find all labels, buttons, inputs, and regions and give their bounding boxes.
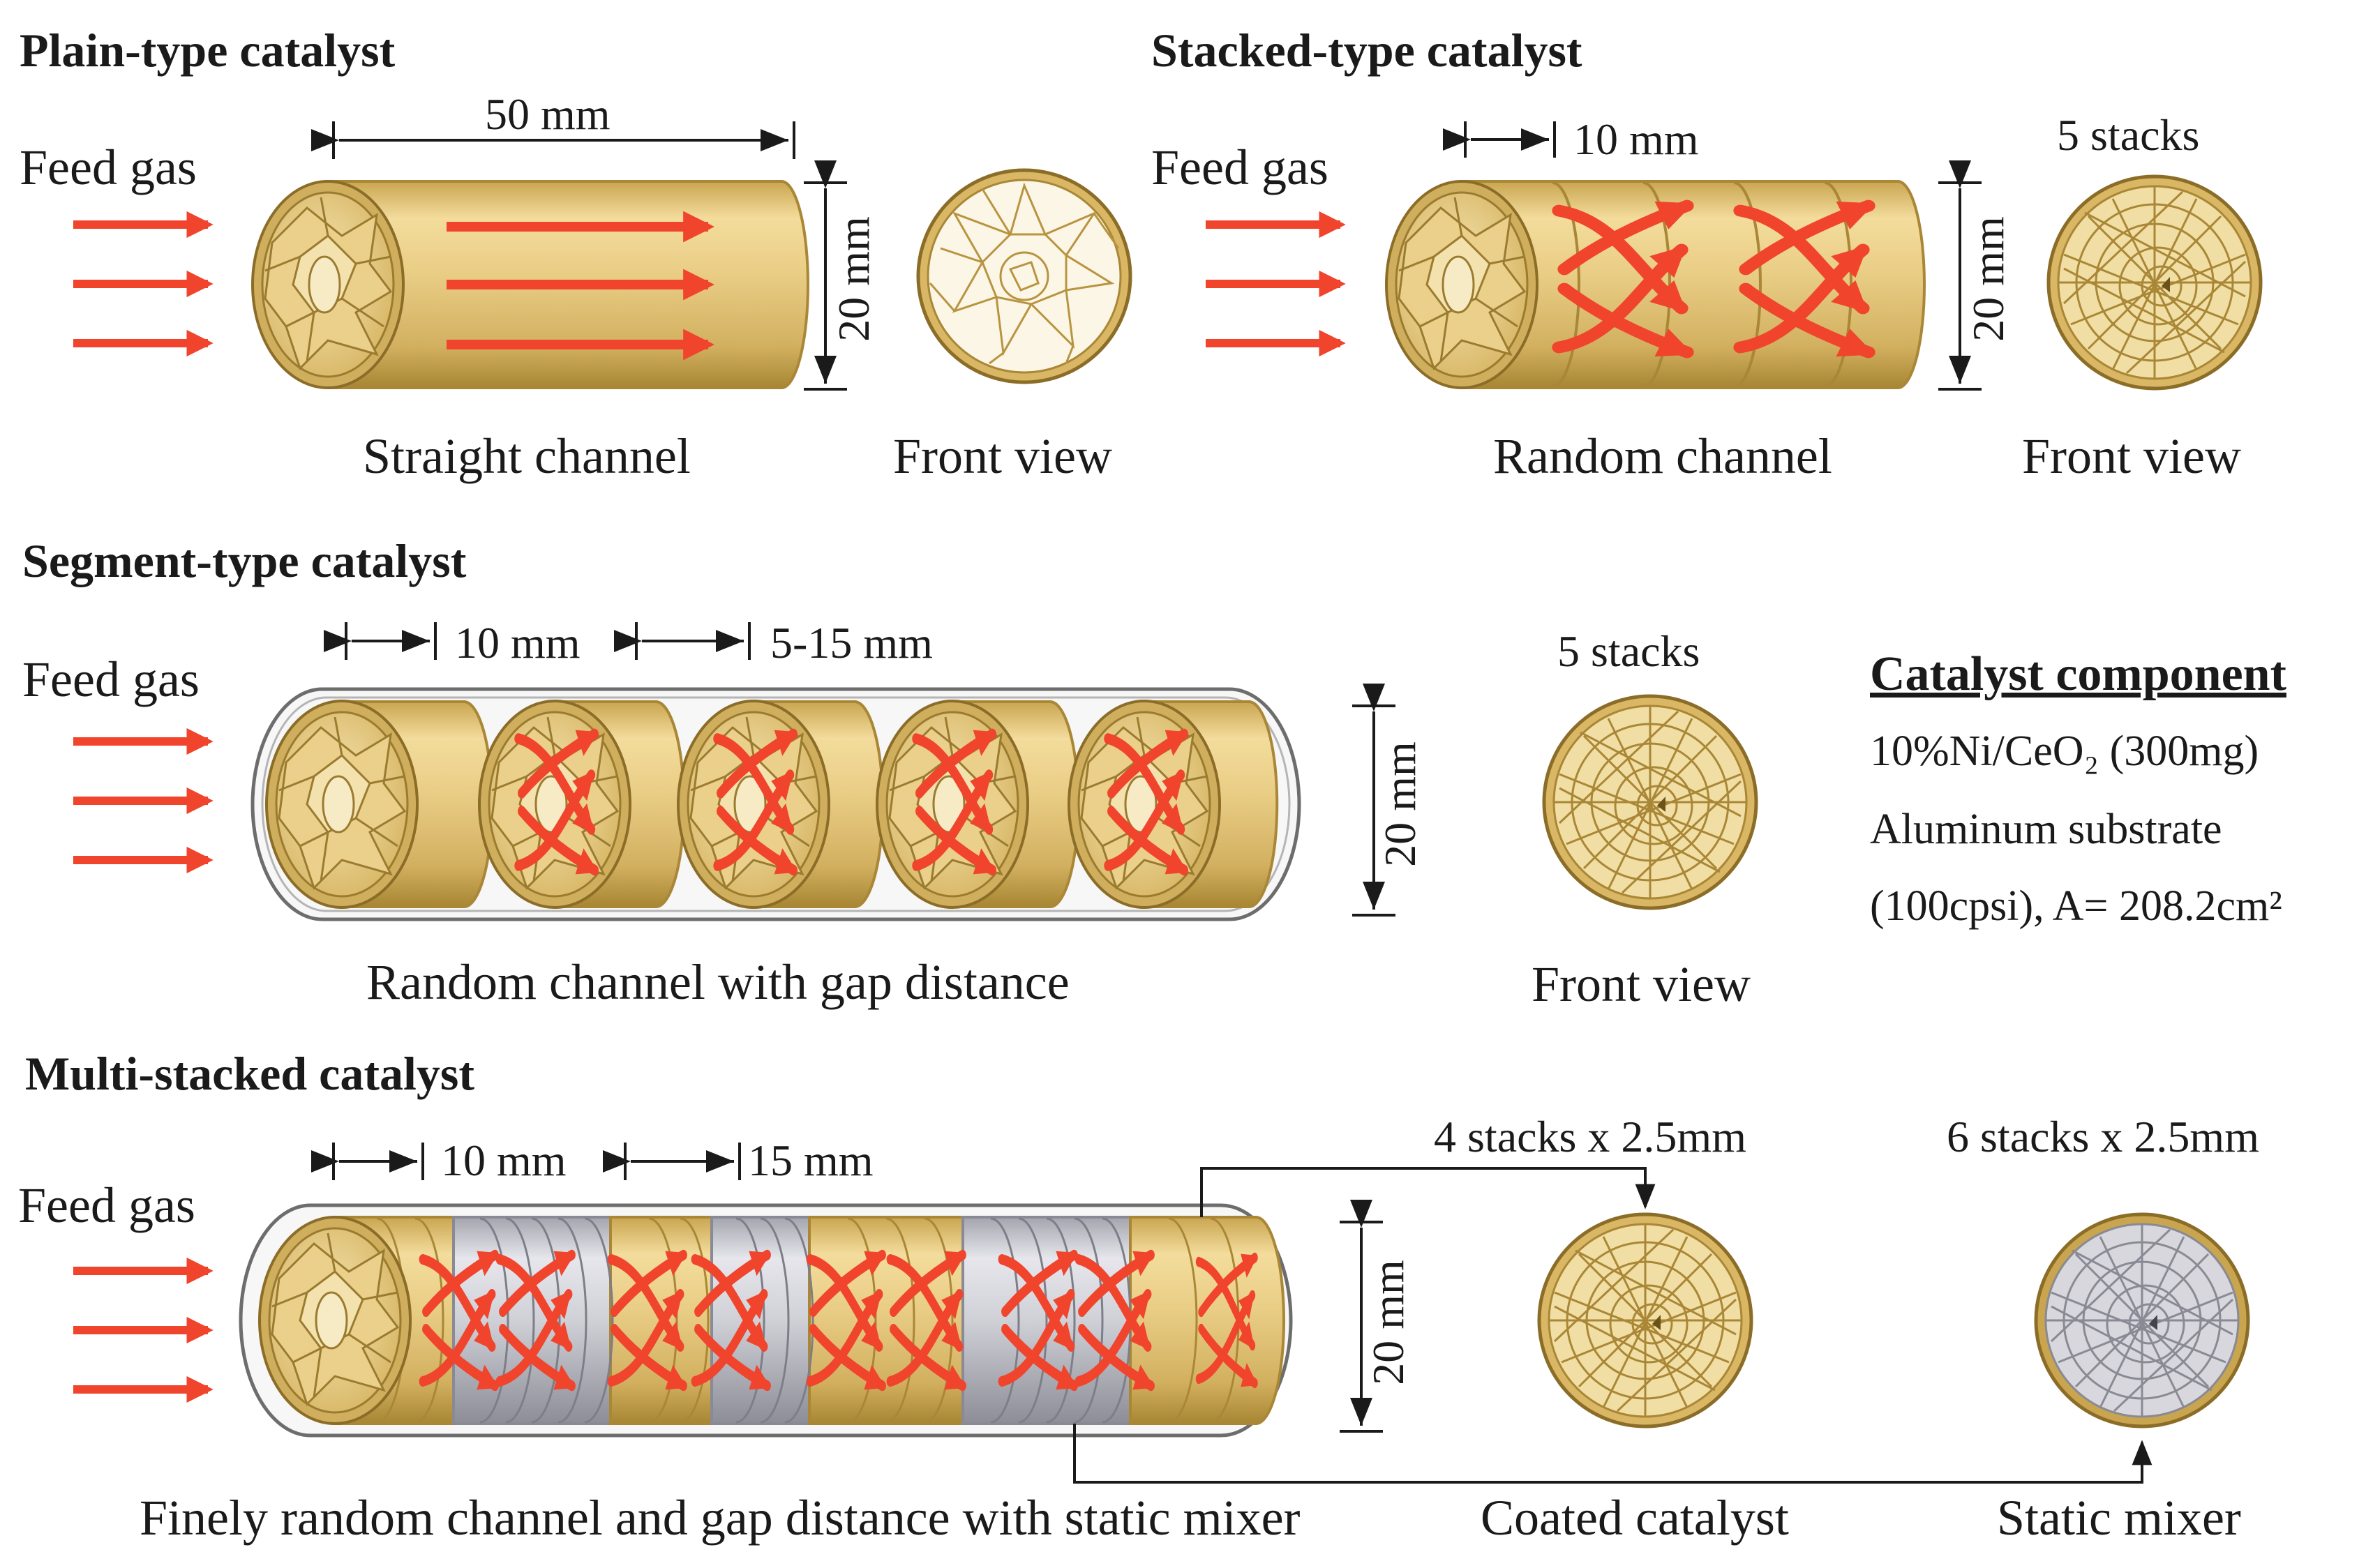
stacked-feed-arrows bbox=[1206, 211, 1346, 357]
segment-front-label: Front view bbox=[1532, 956, 1751, 1012]
segment-length-dimension bbox=[324, 622, 437, 660]
plain-length-dimension bbox=[311, 121, 795, 159]
mixer-stacks-label: 6 stacks x 2.5mm bbox=[1947, 1112, 2259, 1161]
component-line-2: Aluminum substrate bbox=[1870, 806, 2222, 853]
stacked-front-label: Front view bbox=[2022, 428, 2241, 484]
segment-feed-arrows bbox=[73, 728, 214, 874]
plain-diameter-label: 20 mm bbox=[828, 216, 878, 342]
component-line-1: 10%Ni/CeO₂ (300mg) bbox=[1870, 728, 2259, 775]
segment-front-view bbox=[1544, 696, 1756, 908]
plain-diameter-dimension bbox=[804, 160, 847, 391]
multi-feed-arrows bbox=[73, 1257, 214, 1403]
coated-catalyst-front-view bbox=[1539, 1214, 1751, 1426]
plain-front-label: Front view bbox=[893, 428, 1112, 484]
stacked-feed-label: Feed gas bbox=[1151, 140, 1328, 195]
stacked-title: Stacked-type catalyst bbox=[1151, 24, 1582, 77]
stacked-stacks-label: 5 stacks bbox=[2057, 110, 2200, 160]
segment-channel-label: Random channel with gap distance bbox=[366, 954, 1070, 1010]
multi-length-dimension bbox=[311, 1143, 424, 1180]
stacked-diameter-label: 20 mm bbox=[1963, 216, 2013, 342]
plain-length-label: 50 mm bbox=[485, 89, 611, 139]
plain-title: Plain-type catalyst bbox=[20, 24, 396, 77]
multi-diameter-label: 20 mm bbox=[1363, 1260, 1413, 1385]
plain-feed-label: Feed gas bbox=[20, 140, 197, 195]
coated-stacks-label: 4 stacks x 2.5mm bbox=[1434, 1112, 1746, 1161]
multi-feed-label: Feed gas bbox=[18, 1177, 195, 1233]
stacked-diameter-dimension bbox=[1938, 160, 1982, 391]
component-title: Catalyst component bbox=[1870, 647, 2286, 701]
plain-front-view bbox=[918, 170, 1130, 382]
multi-title: Multi-stacked catalyst bbox=[25, 1047, 475, 1100]
multi-gap-label: 15 mm bbox=[748, 1136, 874, 1185]
plain-flow-arrows bbox=[447, 211, 714, 361]
segment-diameter-label: 20 mm bbox=[1375, 741, 1425, 867]
segment-gap-label: 5-15 mm bbox=[770, 618, 933, 668]
segment-title: Segment-type catalyst bbox=[22, 534, 467, 587]
component-line-3: (100cpsi), A= 208.2cm² bbox=[1870, 882, 2282, 930]
stacked-front-view bbox=[2049, 176, 2261, 389]
segment-stacks-label: 5 stacks bbox=[1557, 626, 1700, 676]
stacked-channel-label: Random channel bbox=[1493, 428, 1832, 484]
plain-channel-label: Straight channel bbox=[363, 428, 691, 484]
segment-gap-dimension bbox=[614, 622, 751, 660]
static-mixer-label: Static mixer bbox=[1997, 1490, 2241, 1546]
segment-diameter-dimension bbox=[1352, 684, 1395, 917]
multi-channel-label: Finely random channel and gap distance w… bbox=[140, 1490, 1301, 1546]
coated-catalyst-label: Coated catalyst bbox=[1481, 1490, 1789, 1546]
static-mixer-front-view bbox=[2036, 1214, 2248, 1426]
multi-gap-dimension bbox=[603, 1143, 741, 1180]
segment-length-label: 10 mm bbox=[455, 618, 581, 668]
segment-feed-label: Feed gas bbox=[22, 651, 200, 707]
multi-diameter-dimension bbox=[1340, 1200, 1383, 1433]
stacked-length-dimension bbox=[1443, 121, 1556, 158]
segment-blocks bbox=[265, 700, 1279, 909]
multi-length-label: 10 mm bbox=[441, 1136, 567, 1185]
coated-connector bbox=[1200, 1167, 1656, 1217]
mixer-connector bbox=[1073, 1424, 2152, 1484]
stacked-length-label: 10 mm bbox=[1573, 114, 1699, 164]
plain-feed-arrows bbox=[73, 211, 214, 357]
